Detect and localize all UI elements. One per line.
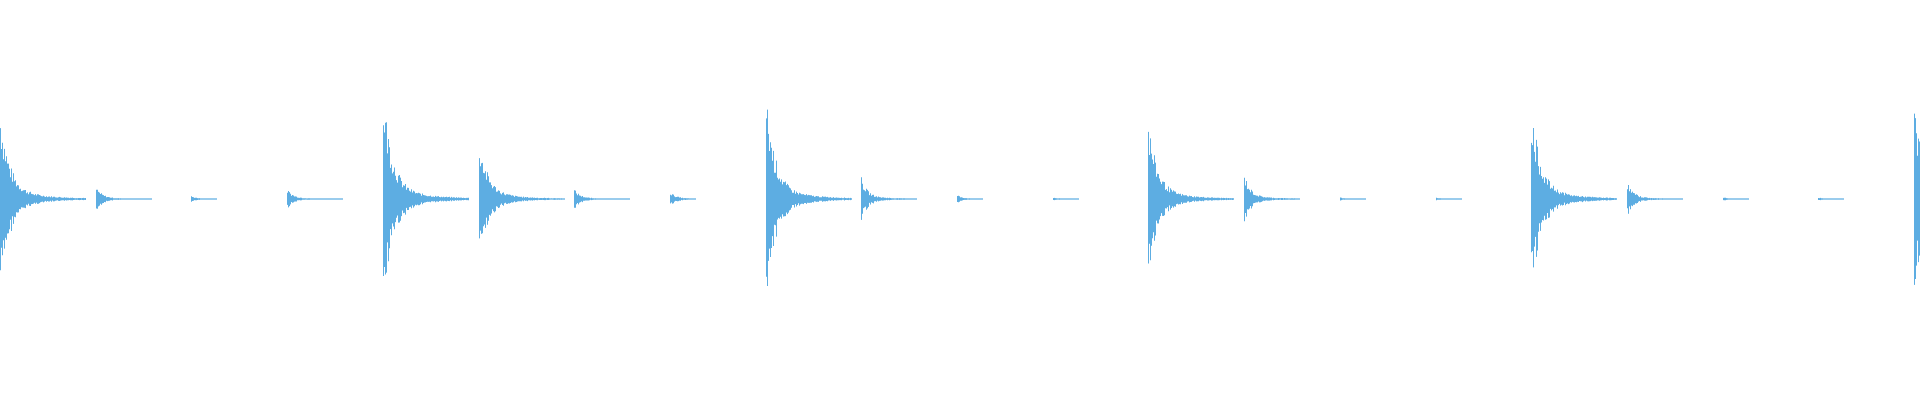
waveform-transient-4 — [383, 122, 469, 276]
waveform-transient-3 — [287, 191, 343, 208]
waveform-transient-18 — [1723, 197, 1749, 201]
waveform-transient-12 — [1148, 131, 1234, 264]
waveform-transient-8 — [766, 109, 852, 286]
waveform-transient-11 — [1053, 197, 1079, 201]
waveform-transient-13 — [1244, 177, 1300, 222]
waveform-transient-6 — [574, 190, 630, 208]
waveform-transient-19 — [1818, 197, 1844, 201]
waveform-transient-10 — [957, 195, 983, 203]
waveform-transient-9 — [861, 177, 917, 220]
waveform-transient-15 — [1436, 197, 1462, 201]
waveform-transient-20 — [1914, 113, 1920, 285]
waveform-transient-5 — [479, 158, 565, 239]
waveform-transient-0 — [0, 128, 86, 271]
waveform-transient-1 — [96, 189, 152, 209]
waveform-transient-7 — [670, 194, 696, 204]
waveform-transient-14 — [1340, 197, 1366, 201]
waveform-transient-17 — [1627, 185, 1683, 214]
waveform-transient-2 — [191, 196, 217, 202]
waveform-transient-16 — [1531, 128, 1617, 268]
